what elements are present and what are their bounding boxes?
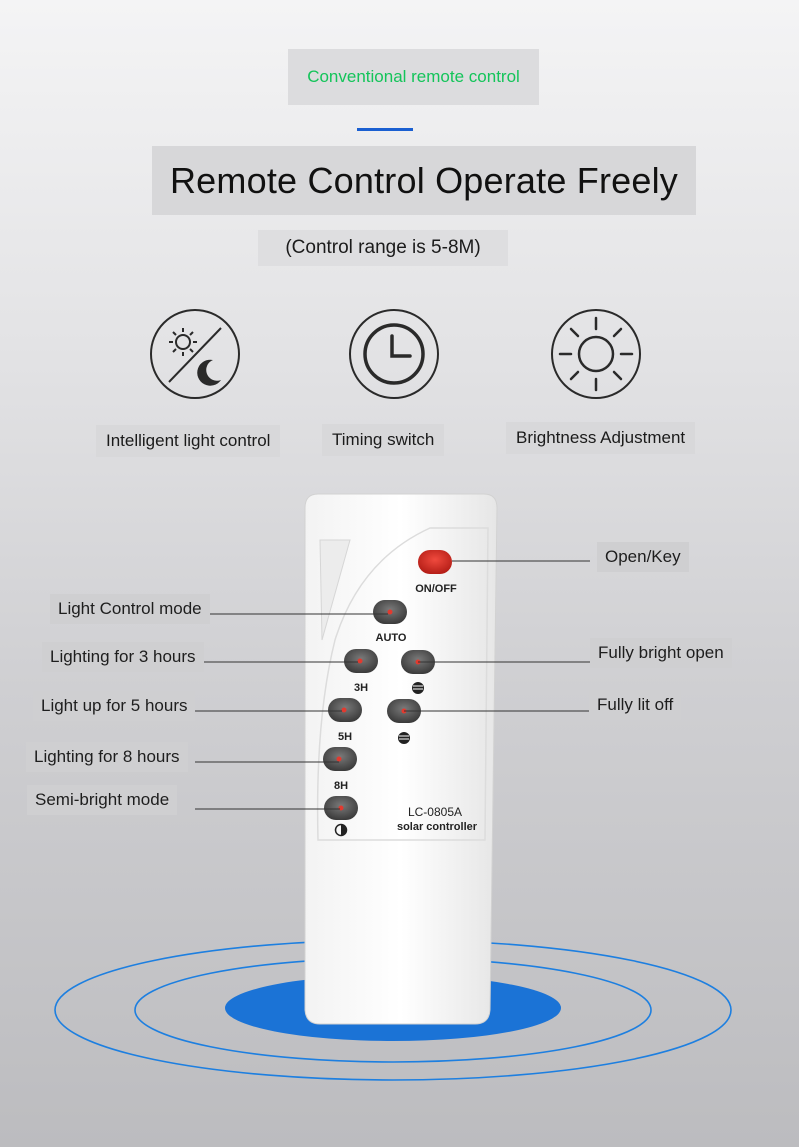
leader-lines bbox=[170, 560, 590, 810]
callout-open-key: Open/Key bbox=[597, 542, 689, 572]
timer-8h-label: 8H bbox=[334, 780, 348, 792]
accent-divider bbox=[357, 128, 413, 131]
page-subtitle: (Control range is 5-8M) bbox=[258, 230, 508, 266]
onoff-label: ON/OFF bbox=[415, 583, 457, 595]
power-button[interactable] bbox=[418, 550, 452, 574]
lights-off-icon bbox=[398, 732, 410, 744]
half-brightness-icon bbox=[334, 823, 348, 837]
model-number: LC-0805A bbox=[408, 805, 462, 819]
feature-label-light-control: Intelligent light control bbox=[96, 425, 281, 457]
auto-label: AUTO bbox=[376, 632, 407, 644]
full-bright-icon bbox=[412, 682, 424, 694]
page-title: Remote Control Operate Freely bbox=[152, 146, 696, 215]
sun-moon-icon bbox=[150, 309, 240, 399]
feature-label-timing: Timing switch bbox=[322, 424, 445, 456]
clock-icon bbox=[349, 309, 439, 399]
timer-5h-label: 5H bbox=[338, 731, 352, 743]
callout-fully-bright-open: Fully bright open bbox=[590, 638, 732, 668]
callout-light-control-mode: Light Control mode bbox=[50, 594, 210, 624]
timer-3h-label: 3H bbox=[354, 682, 368, 694]
callout-light-up-5h: Light up for 5 hours bbox=[33, 691, 196, 721]
callout-fully-lit-off: Fully lit off bbox=[589, 690, 682, 720]
model-description: solar controller bbox=[397, 821, 478, 833]
feature-label-brightness: Brightness Adjustment bbox=[506, 422, 696, 454]
callout-semi-bright-mode: Semi-bright mode bbox=[27, 785, 178, 815]
callout-lighting-8h: Lighting for 8 hours bbox=[26, 742, 188, 772]
callout-lighting-3h: Lighting for 3 hours bbox=[42, 642, 204, 672]
sun-icon bbox=[551, 309, 641, 399]
remote-body bbox=[304, 493, 498, 1025]
section-tag: Conventional remote control bbox=[288, 49, 539, 105]
